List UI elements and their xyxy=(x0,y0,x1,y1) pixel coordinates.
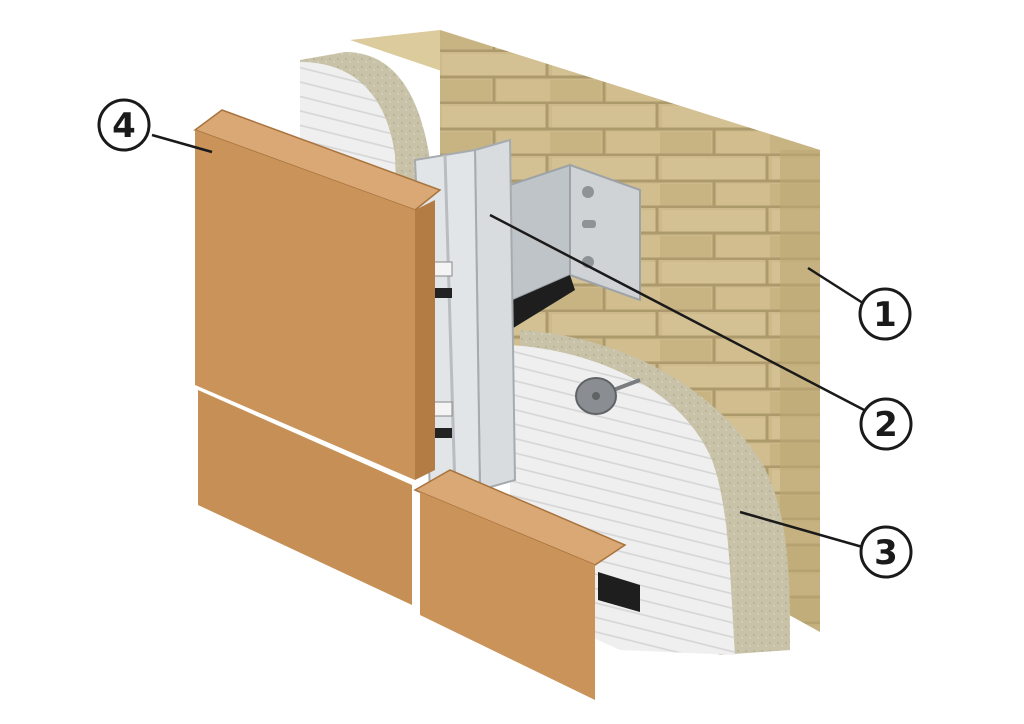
callout-label: 2 xyxy=(874,405,898,445)
bracket-bolt-upper xyxy=(582,186,594,198)
bracket-slot xyxy=(582,220,596,228)
anchor-dowel-icon xyxy=(575,377,641,415)
leader-line-1 xyxy=(807,266,867,307)
panel-lower-left-face xyxy=(198,390,412,605)
callout-1: 1 xyxy=(858,287,912,341)
guide-rail-crease xyxy=(443,154,457,491)
leader-line-3 xyxy=(739,510,867,550)
callout-circle-icon xyxy=(97,98,151,152)
panel-lower-right-gap xyxy=(598,572,640,612)
bracket xyxy=(478,163,641,330)
guide-rail-back xyxy=(473,138,517,492)
callout-circle-icon xyxy=(859,397,913,451)
callout-2: 2 xyxy=(859,397,913,451)
rail-clip-upper-dark xyxy=(432,288,452,298)
panel-lower-right-face xyxy=(420,492,595,700)
facade-panel xyxy=(193,109,640,700)
callout-label: 3 xyxy=(874,533,898,573)
callout-3: 3 xyxy=(859,525,913,579)
panel-upper-face xyxy=(195,130,415,480)
callout-label: 4 xyxy=(112,106,136,146)
callout-circle-icon xyxy=(859,525,913,579)
leader-line-4 xyxy=(151,133,213,154)
leader-lines xyxy=(151,133,869,550)
callout-circle-icon xyxy=(858,287,912,341)
panel-upper-edge xyxy=(415,200,435,480)
callout-label: 1 xyxy=(873,295,897,335)
leader-line-2 xyxy=(489,213,869,414)
bracket-plate xyxy=(569,163,641,302)
rail-clip-lower-dark xyxy=(432,428,452,438)
callout-4: 4 xyxy=(97,98,151,152)
